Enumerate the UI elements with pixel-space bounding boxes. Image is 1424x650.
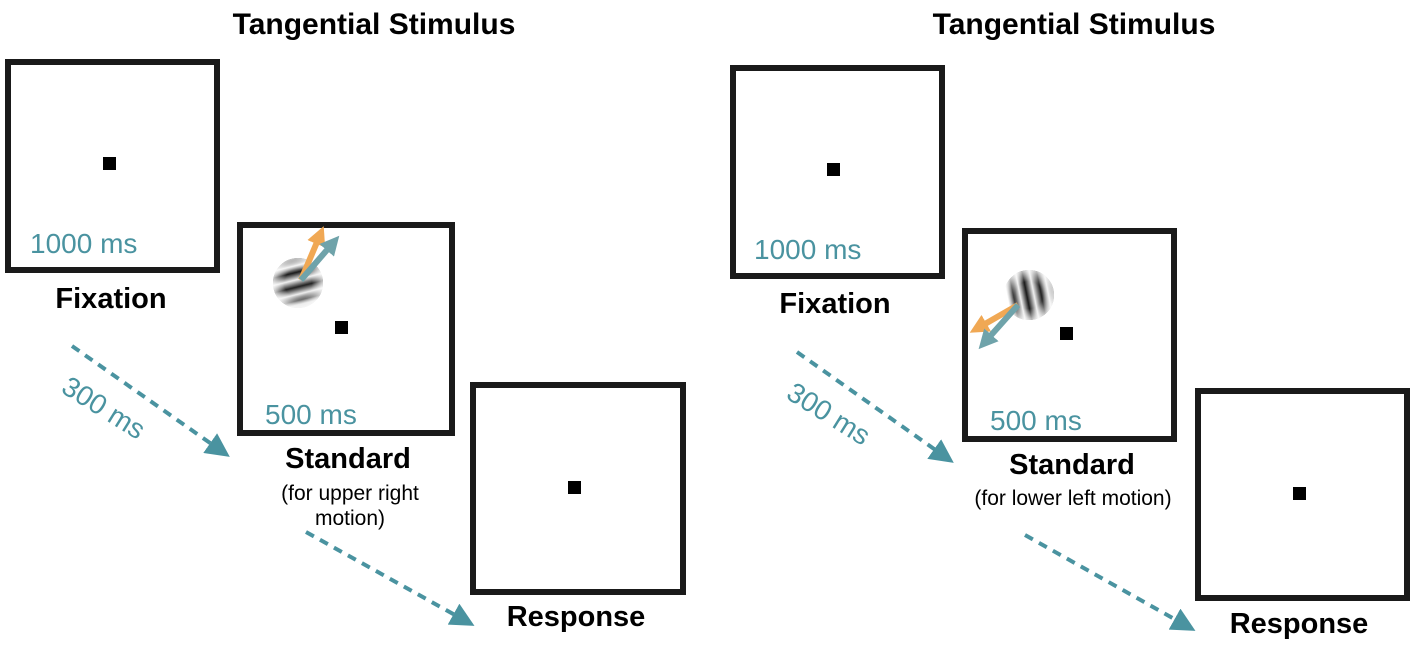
fixation-dot bbox=[335, 321, 348, 334]
panel-title: Tangential Stimulus bbox=[932, 8, 1216, 41]
fixation-dot bbox=[1293, 487, 1306, 500]
fixation-dot bbox=[568, 481, 581, 494]
response-frame bbox=[1195, 388, 1410, 601]
panel-title: Tangential Stimulus bbox=[232, 8, 516, 41]
fixation-dot bbox=[103, 157, 116, 170]
standard-label: Standard bbox=[1009, 449, 1135, 481]
fixation-label: Fixation bbox=[55, 283, 167, 315]
fixation-duration: 1000 ms bbox=[30, 228, 138, 259]
standard-caption: (for lower left motion) bbox=[974, 487, 1172, 510]
fixation-dot bbox=[827, 163, 840, 176]
response-label: Response bbox=[1229, 608, 1369, 640]
standard-duration: 500 ms bbox=[265, 399, 357, 430]
motion-arrow-teal bbox=[978, 303, 1021, 350]
response-arrow bbox=[305, 530, 475, 626]
motion-arrow-teal bbox=[298, 235, 340, 282]
fixation-dot bbox=[1060, 327, 1073, 340]
standard-label: Standard bbox=[285, 443, 411, 475]
response-label: Response bbox=[506, 601, 646, 633]
isi-arrow bbox=[70, 344, 230, 457]
response-arrow bbox=[1024, 533, 1196, 631]
standard-caption: (for upper right motion) bbox=[281, 482, 419, 531]
fixation-duration: 1000 ms bbox=[754, 234, 862, 265]
isi-arrow bbox=[795, 350, 954, 463]
standard-duration: 500 ms bbox=[990, 405, 1082, 436]
fixation-label: Fixation bbox=[779, 288, 891, 320]
